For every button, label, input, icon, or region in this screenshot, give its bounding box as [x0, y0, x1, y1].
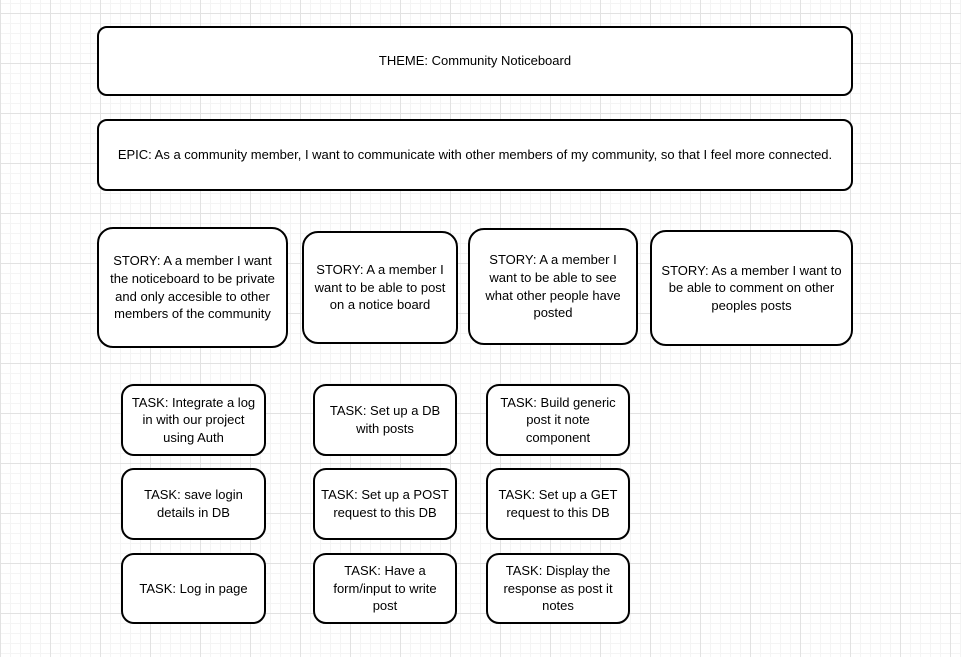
epic-label: EPIC: As a community member, I want to c…: [117, 147, 833, 163]
task-node-get-request[interactable]: TASK: Set up a GET request to this DB: [486, 468, 630, 540]
story-label: STORY: A a member I want to be able to s…: [485, 252, 621, 321]
theme-node[interactable]: THEME: Community Noticeboard: [97, 26, 853, 96]
story-node-post-on-board[interactable]: STORY: A a member I want to be able to p…: [302, 231, 458, 344]
task-node-login-page[interactable]: TASK: Log in page: [121, 553, 266, 624]
story-label: STORY: As a member I want to be able to …: [661, 262, 842, 313]
story-node-see-posts[interactable]: STORY: A a member I want to be able to s…: [468, 228, 638, 345]
task-node-integrate-auth[interactable]: TASK: Integrate a log in with our projec…: [121, 384, 266, 456]
theme-label: THEME: Community Noticeboard: [378, 53, 572, 69]
task-node-postit-component[interactable]: TASK: Build generic post it note compone…: [486, 384, 630, 456]
task-label: TASK: Display the response as post it no…: [503, 563, 613, 614]
story-node-comment-posts[interactable]: STORY: As a member I want to be able to …: [650, 230, 853, 346]
task-label: TASK: Set up a GET request to this DB: [498, 487, 618, 520]
task-label: TASK: save login details in DB: [144, 487, 243, 520]
task-node-db-with-posts[interactable]: TASK: Set up a DB with posts: [313, 384, 457, 456]
task-node-display-response[interactable]: TASK: Display the response as post it no…: [486, 553, 630, 624]
task-node-post-request[interactable]: TASK: Set up a POST request to this DB: [313, 468, 457, 540]
task-label: TASK: Build generic post it note compone…: [500, 394, 616, 445]
story-label: STORY: A a member I want to be able to p…: [314, 262, 446, 313]
task-label: TASK: Set up a DB with posts: [329, 403, 441, 436]
story-node-private-noticeboard[interactable]: STORY: A a member I want the noticeboard…: [97, 227, 288, 348]
story-label: STORY: A a member I want the noticeboard…: [110, 253, 275, 322]
task-node-form-input[interactable]: TASK: Have a form/input to write post: [313, 553, 457, 624]
task-label: TASK: Set up a POST request to this DB: [321, 487, 449, 520]
task-node-save-login-db[interactable]: TASK: save login details in DB: [121, 468, 266, 540]
epic-node[interactable]: EPIC: As a community member, I want to c…: [97, 119, 853, 191]
task-label: TASK: Log in page: [139, 580, 248, 596]
task-label: TASK: Integrate a log in with our projec…: [131, 394, 256, 445]
task-label: TASK: Have a form/input to write post: [333, 563, 437, 614]
